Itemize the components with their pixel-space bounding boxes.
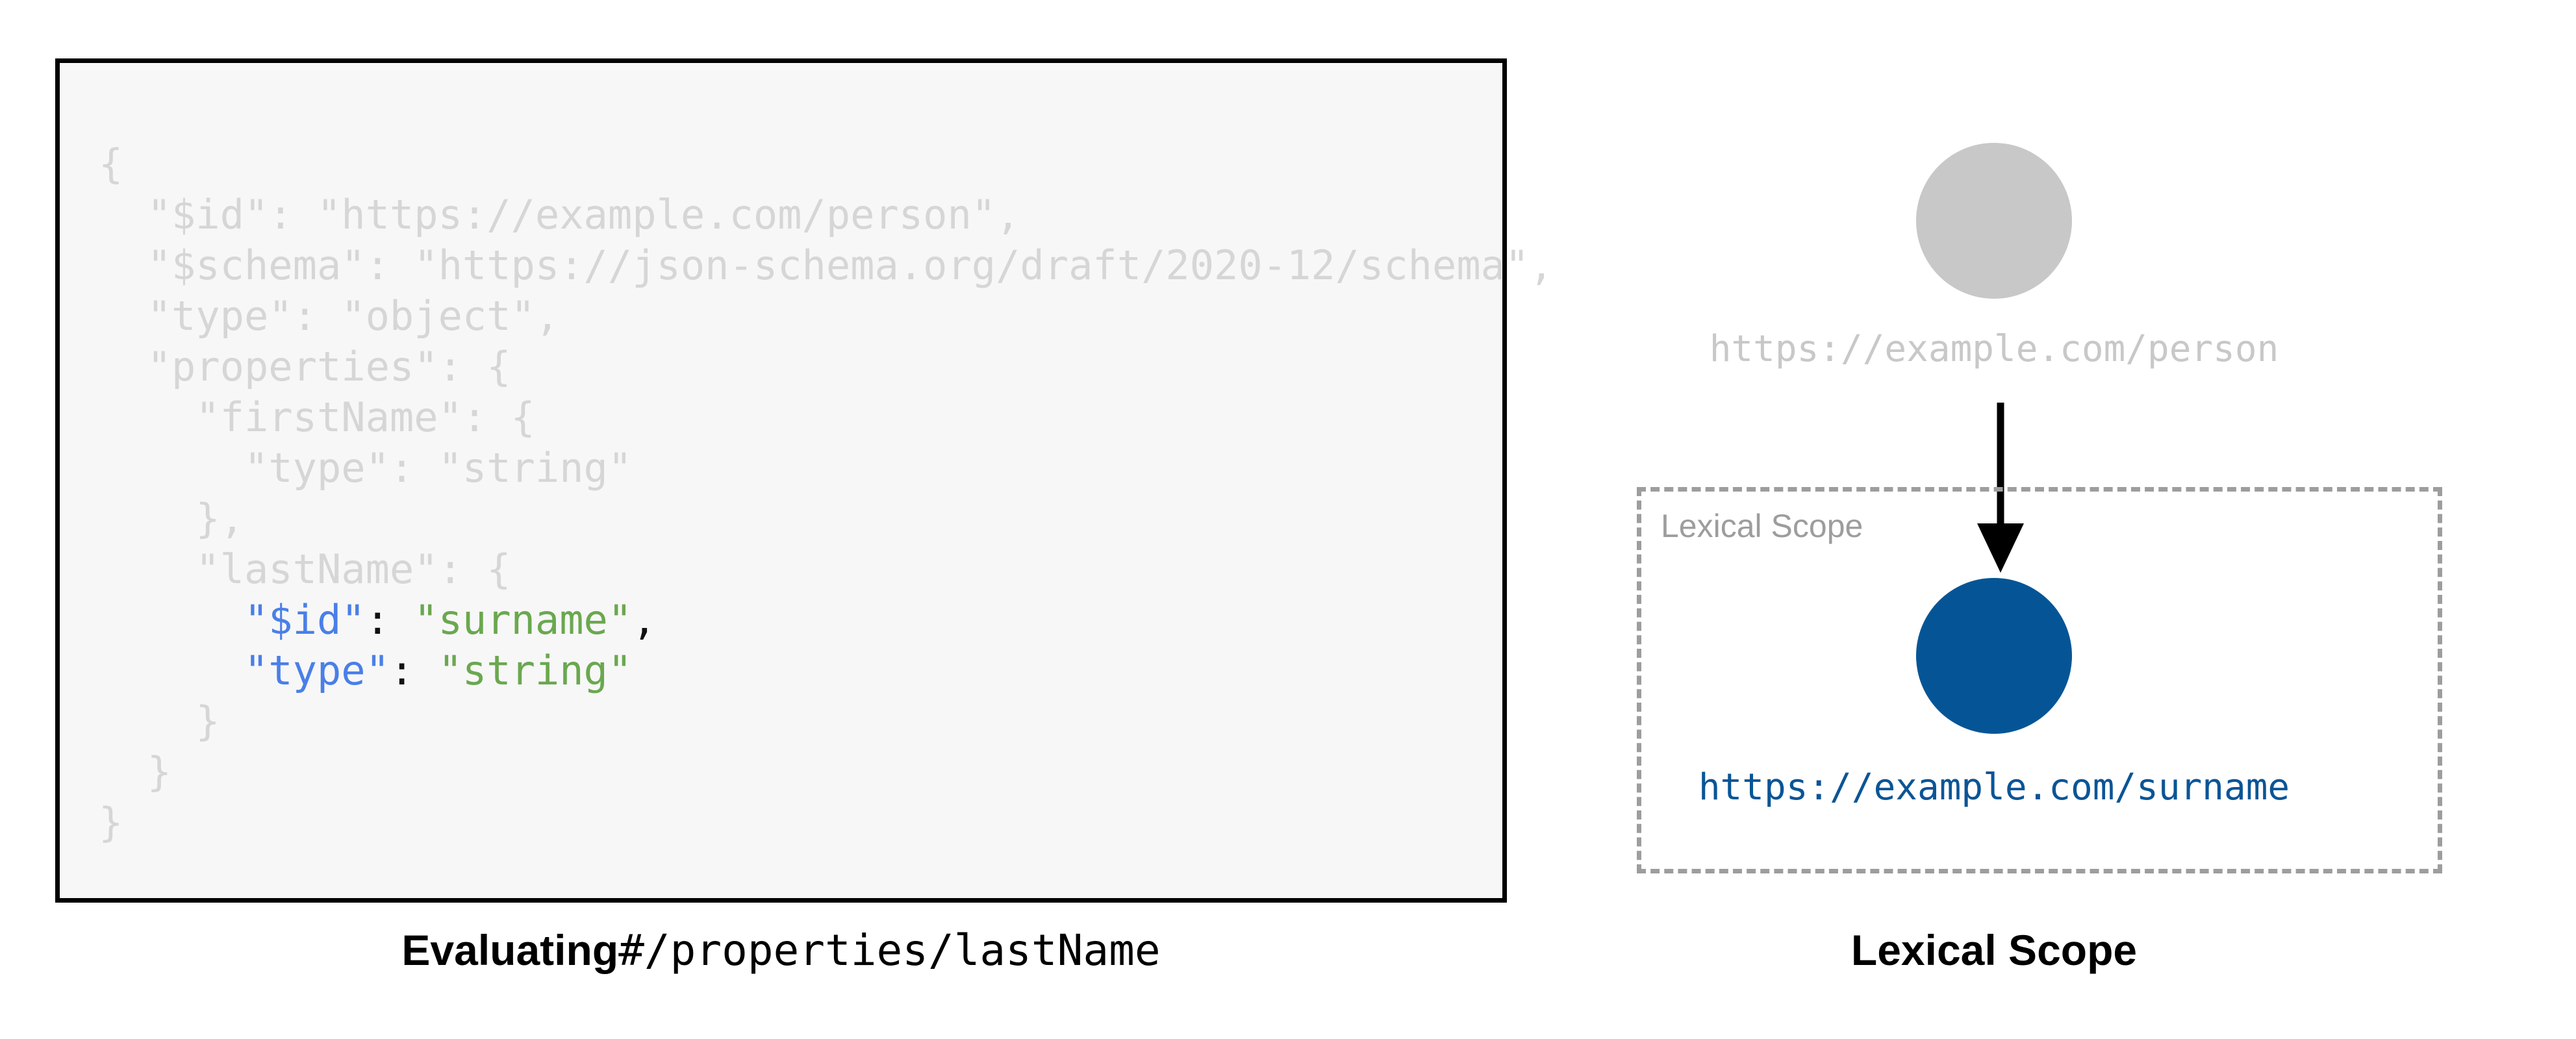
- code-line: "lastName": {: [99, 545, 511, 593]
- code-line: "$id": "surname",: [99, 595, 1496, 645]
- code-token-plain: [99, 647, 244, 694]
- code-token-str: "surname": [414, 596, 633, 644]
- code-line: }: [99, 748, 171, 795]
- code-line: "$schema": "https://json-schema.org/draf…: [99, 242, 1554, 289]
- code-line: "type": "string": [99, 444, 633, 492]
- code-token-punct: :: [389, 647, 438, 694]
- surname-schema-node-circle: [1916, 578, 2072, 734]
- code-line: "type": "string": [99, 645, 1496, 696]
- lexical-scope-box-label: Lexical Scope: [1661, 508, 1863, 544]
- code-token-key: "$id": [244, 596, 366, 644]
- caption-evaluating: Evaluating#/properties/lastName: [55, 925, 1507, 975]
- code-line: "firstName": {: [99, 394, 535, 441]
- code-line: }: [99, 799, 123, 846]
- lexical-scope-diagram: https://example.com/person Lexical Scope…: [1546, 58, 2520, 903]
- code-token-punct: :: [365, 596, 414, 644]
- root-schema-node-circle: [1916, 143, 2072, 299]
- caption-evaluating-pointer: #/properties/lastName: [618, 925, 1161, 975]
- json-schema-code-panel: { "$id": "https://example.com/person", "…: [55, 58, 1554, 903]
- code-token-punct: ,: [632, 596, 657, 644]
- surname-schema-node-label: https://example.com/surname: [1698, 766, 2290, 808]
- arrow-down-icon: [1977, 403, 2024, 573]
- code-line: "$id": "https://example.com/person",: [99, 191, 1020, 238]
- root-schema-node-label: https://example.com/person: [1709, 328, 2279, 370]
- code-token-plain: [99, 596, 244, 644]
- code-line: "type": "object",: [99, 292, 560, 340]
- code-line: },: [99, 495, 244, 542]
- code-line: }: [99, 697, 220, 745]
- code-line: "properties": {: [99, 343, 511, 390]
- code-line: {: [99, 140, 123, 188]
- json-schema-code-block: { "$id": "https://example.com/person", "…: [99, 139, 1554, 848]
- caption-lexical-scope: Lexical Scope: [1850, 926, 2138, 974]
- lexical-scope-box: Lexical Scope: [1637, 487, 2442, 873]
- caption-evaluating-bold: Evaluating: [401, 926, 619, 974]
- code-token-key: "type": [244, 647, 390, 694]
- code-token-str: "string": [438, 647, 633, 694]
